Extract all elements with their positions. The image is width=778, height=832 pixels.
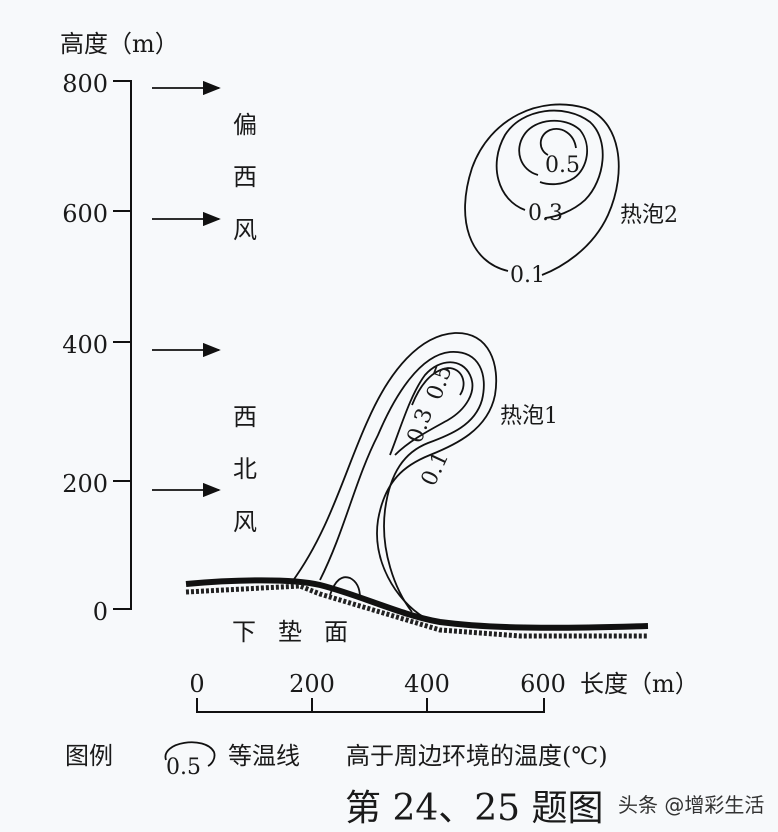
y-tick-600: 600 xyxy=(62,200,108,228)
figure-caption: 第 24、25 题图 xyxy=(345,788,604,829)
legend-item-label: 等温线 xyxy=(228,742,300,770)
svg-text:北: 北 xyxy=(233,455,257,483)
svg-text:下: 下 xyxy=(232,618,256,646)
svg-text:风: 风 xyxy=(233,508,257,536)
svg-text:偏: 偏 xyxy=(233,111,257,139)
y-tick-0: 0 xyxy=(93,598,108,626)
legend: 图例 0.5 等温线 高于周边环境的温度(℃) xyxy=(65,741,608,780)
ground-surface: 下 垫 面 xyxy=(185,577,649,646)
y-tick-200: 200 xyxy=(62,470,108,498)
svg-text:0: 0 xyxy=(189,670,204,698)
wind-arrows xyxy=(152,80,221,498)
isotherm-label: 0.1 xyxy=(417,448,454,490)
svg-text:垫: 垫 xyxy=(278,618,302,646)
y-axis: 高度（m） 800 600 400 200 0 xyxy=(60,30,179,626)
y-tick-400: 400 xyxy=(62,331,108,359)
legend-sample-value: 0.5 xyxy=(166,755,201,780)
isotherm-label: 0.3 xyxy=(528,201,563,226)
wind-label-upper: 偏 西 风 xyxy=(233,111,257,244)
svg-text:风: 风 xyxy=(233,216,257,244)
legend-description: 高于周边环境的温度(℃) xyxy=(346,742,608,770)
x-unit-label: 长度（m） xyxy=(580,670,699,698)
svg-text:图例: 图例 xyxy=(65,742,113,770)
y-axis-title: 高度（m） xyxy=(60,30,179,58)
isotherm-label: 0.1 xyxy=(510,263,545,288)
svg-text:西: 西 xyxy=(233,403,257,431)
bubble1-label: 热泡1 xyxy=(500,404,558,429)
wind-label-lower: 西 北 风 xyxy=(233,403,257,536)
bubble2-label: 热泡2 xyxy=(620,203,678,228)
svg-text:600: 600 xyxy=(520,670,566,698)
x-scale: 0 200 400 600 长度（m） xyxy=(189,670,699,713)
svg-text:西: 西 xyxy=(233,163,257,191)
watermark: 头条 @增彩生活 xyxy=(618,793,764,817)
thermal-bubble-2: 0.3 0.1 0.5 热泡2 xyxy=(464,103,678,288)
svg-text:200: 200 xyxy=(289,670,335,698)
isotherm-label: 0.5 xyxy=(545,153,580,178)
svg-text:400: 400 xyxy=(404,670,450,698)
thermal-bubble-1: 0.1 0.3 0.5 热泡1 xyxy=(291,332,558,619)
y-tick-800: 800 xyxy=(62,70,108,98)
svg-text:面: 面 xyxy=(324,618,348,646)
